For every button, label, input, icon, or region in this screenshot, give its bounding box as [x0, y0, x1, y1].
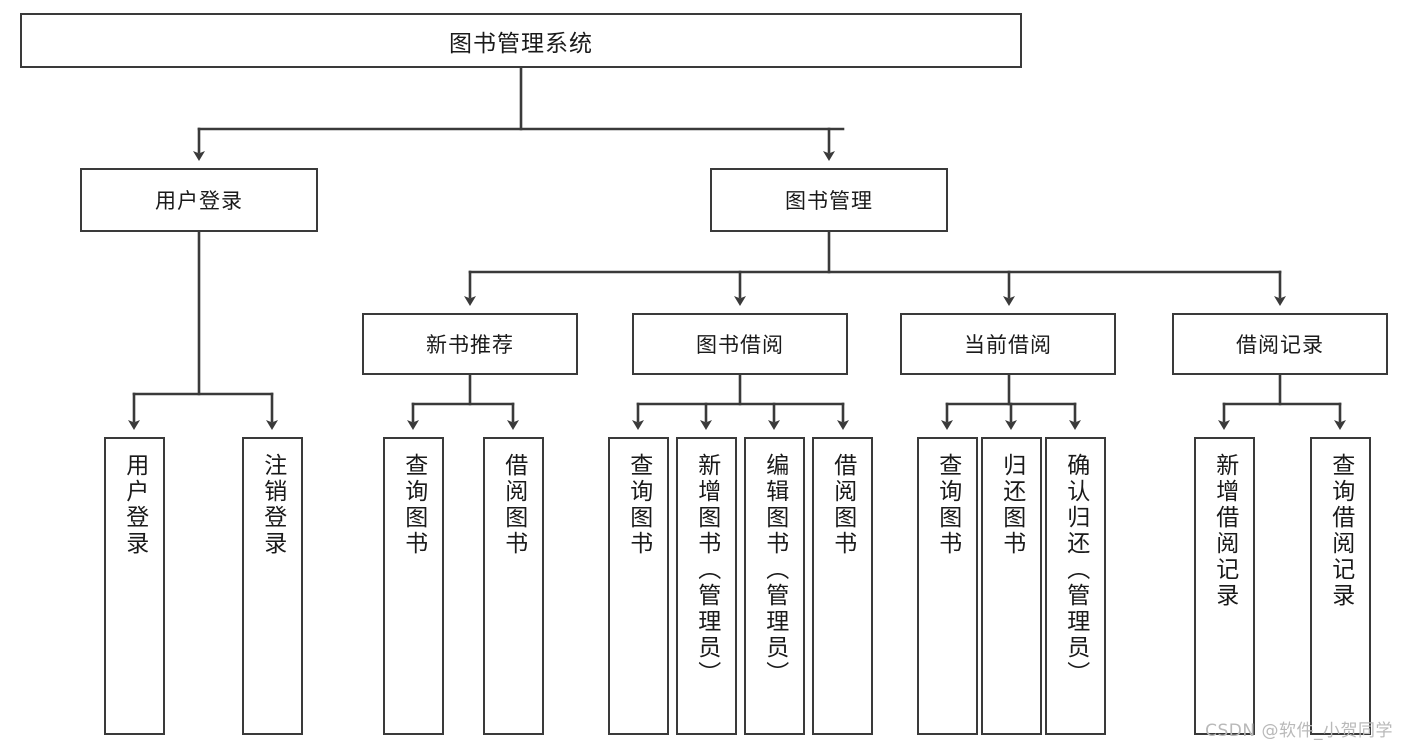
node-leaf-rec-borrow-book[interactable]: 借阅图书 — [483, 437, 544, 735]
node-user-login[interactable]: 用户登录 — [80, 168, 318, 232]
node-borrow-record[interactable]: 借阅记录 — [1172, 313, 1388, 375]
node-leaf-borrow-borrow-book[interactable]: 借阅图书 — [812, 437, 873, 735]
node-book-borrow[interactable]: 图书借阅 — [632, 313, 848, 375]
node-book-borrow-label: 图书借阅 — [696, 333, 784, 357]
node-leaf-user-logout-label: 注销登录 — [259, 453, 286, 557]
node-leaf-record-add-label: 新增借阅记录 — [1211, 453, 1238, 609]
node-leaf-borrow-add-book[interactable]: 新增图书（管理员） — [676, 437, 737, 735]
node-current-borrow[interactable]: 当前借阅 — [900, 313, 1116, 375]
node-book-management[interactable]: 图书管理 — [710, 168, 948, 232]
node-leaf-borrow-query-book[interactable]: 查询图书 — [608, 437, 669, 735]
node-leaf-borrow-add-book-label: 新增图书（管理员） — [693, 453, 720, 687]
node-leaf-current-confirm-label: 确认归还（管理员） — [1062, 453, 1089, 687]
node-current-borrow-label: 当前借阅 — [964, 333, 1052, 357]
node-borrow-record-label: 借阅记录 — [1236, 333, 1324, 357]
node-leaf-borrow-query-book-label: 查询图书 — [625, 453, 652, 557]
node-root-system-label: 图书管理系统 — [449, 30, 593, 57]
node-leaf-current-return-book-label: 归还图书 — [998, 453, 1025, 557]
node-root-system[interactable]: 图书管理系统 — [20, 13, 1022, 68]
node-leaf-borrow-borrow-book-label: 借阅图书 — [829, 453, 856, 557]
node-new-book-recommend[interactable]: 新书推荐 — [362, 313, 578, 375]
node-leaf-rec-borrow-book-label: 借阅图书 — [500, 453, 527, 557]
node-leaf-user-login[interactable]: 用户登录 — [104, 437, 165, 735]
node-leaf-borrow-edit-book[interactable]: 编辑图书（管理员） — [744, 437, 805, 735]
node-leaf-borrow-edit-book-label: 编辑图书（管理员） — [761, 453, 788, 687]
node-user-login-label: 用户登录 — [155, 189, 243, 213]
node-book-management-label: 图书管理 — [785, 189, 873, 213]
node-new-book-recommend-label: 新书推荐 — [426, 333, 514, 357]
node-leaf-current-confirm[interactable]: 确认归还（管理员） — [1045, 437, 1106, 735]
node-leaf-user-logout[interactable]: 注销登录 — [242, 437, 303, 735]
node-leaf-rec-query-book[interactable]: 查询图书 — [383, 437, 444, 735]
node-leaf-rec-query-book-label: 查询图书 — [400, 453, 427, 557]
node-leaf-current-query-book-label: 查询图书 — [934, 453, 961, 557]
node-leaf-record-query[interactable]: 查询借阅记录 — [1310, 437, 1371, 735]
node-leaf-current-query-book[interactable]: 查询图书 — [917, 437, 978, 735]
node-leaf-record-query-label: 查询借阅记录 — [1327, 453, 1354, 609]
node-leaf-user-login-label: 用户登录 — [121, 453, 148, 557]
node-leaf-current-return-book[interactable]: 归还图书 — [981, 437, 1042, 735]
node-leaf-record-add[interactable]: 新增借阅记录 — [1194, 437, 1255, 735]
